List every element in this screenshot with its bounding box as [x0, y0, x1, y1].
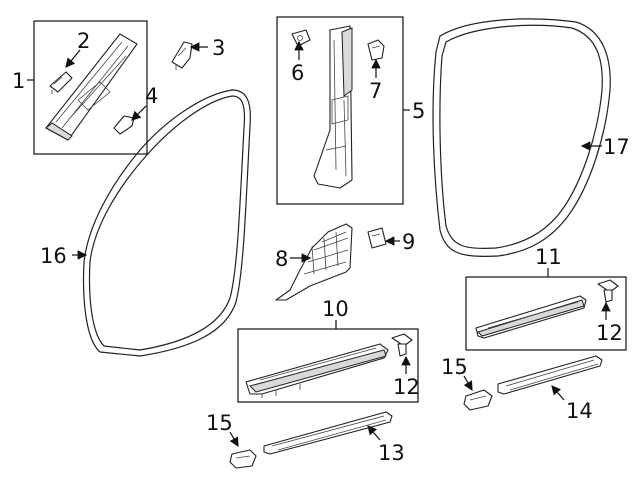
- clip-part-6: [291, 29, 311, 47]
- clip-part-12b: [597, 279, 619, 303]
- a-pillar-garnish: [45, 33, 138, 141]
- label-8: 8: [275, 247, 288, 271]
- rear-step-plate: [497, 355, 603, 395]
- clip-part-15a: [229, 449, 257, 469]
- front-scuff-plate: [245, 343, 389, 398]
- label-2: 2: [77, 29, 90, 53]
- label-1: 1: [12, 69, 25, 93]
- b-pillar-trim: [313, 25, 353, 189]
- label-11: 11: [535, 245, 562, 269]
- label-12b: 12: [596, 321, 623, 345]
- clip-part-7: [367, 39, 385, 61]
- label-17: 17: [603, 135, 630, 159]
- label-16: 16: [40, 244, 67, 268]
- label-4: 4: [145, 84, 158, 108]
- label-3: 3: [212, 36, 225, 60]
- clip-part-3: [171, 41, 193, 70]
- group-box-11: [465, 276, 627, 351]
- clip-part-2: [49, 71, 73, 94]
- label-15b: 15: [441, 355, 468, 379]
- clip-part-9: [367, 227, 387, 249]
- clip-part-15b: [463, 389, 493, 411]
- label-12a: 12: [393, 375, 420, 399]
- label-13: 13: [378, 441, 405, 465]
- clip-part-4: [113, 115, 135, 135]
- label-6: 6: [291, 61, 304, 85]
- label-7: 7: [369, 79, 382, 103]
- group-box-10: [237, 328, 419, 403]
- label-5: 5: [412, 99, 425, 123]
- label-14: 14: [566, 399, 593, 423]
- rear-scuff-plate: [475, 295, 587, 339]
- label-15a: 15: [206, 411, 233, 435]
- front-step-plate: [263, 411, 393, 455]
- group-box-1: [33, 20, 148, 155]
- lower-quarter-trim: [275, 223, 353, 301]
- clip-part-12a: [391, 333, 413, 357]
- front-door-weatherstrip: [82, 89, 251, 357]
- label-9: 9: [402, 230, 415, 254]
- label-10: 10: [322, 297, 349, 321]
- rear-door-weatherstrip: [432, 18, 611, 258]
- leader-lines: [27, 40, 611, 448]
